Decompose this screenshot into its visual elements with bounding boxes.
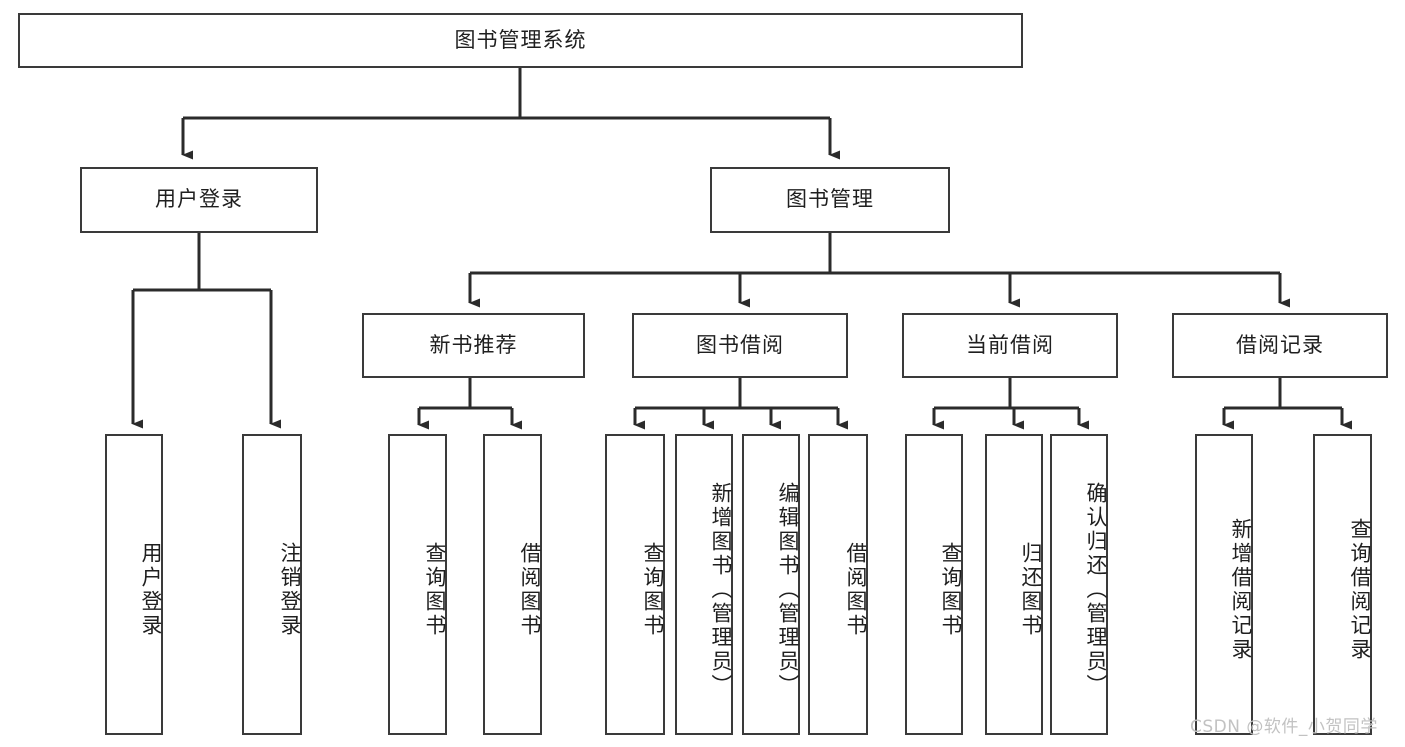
- node-book-borrow[interactable]: 图书借阅: [632, 313, 848, 378]
- leaf-edit-book-admin[interactable]: 编辑图书（管理员）: [742, 434, 800, 735]
- node-label: 查询图书: [641, 541, 665, 638]
- leaf-borrow-book[interactable]: 借阅图书: [808, 434, 868, 735]
- node-label: 查询图书: [423, 541, 447, 638]
- leaf-query-book-new[interactable]: 查询图书: [388, 434, 447, 735]
- leaf-confirm-return-admin[interactable]: 确认归还（管理员）: [1050, 434, 1108, 735]
- node-book-management[interactable]: 图书管理: [710, 167, 950, 233]
- node-label: 新增图书（管理员）: [709, 481, 733, 698]
- leaf-add-borrow-record[interactable]: 新增借阅记录: [1195, 434, 1253, 735]
- leaf-query-book-borrow[interactable]: 查询图书: [605, 434, 665, 735]
- leaf-add-book-admin[interactable]: 新增图书（管理员）: [675, 434, 733, 735]
- node-label: 新增借阅记录: [1229, 517, 1253, 662]
- node-root-book-management-system[interactable]: 图书管理系统: [18, 13, 1023, 68]
- leaf-query-book-current[interactable]: 查询图书: [905, 434, 963, 735]
- node-label: 借阅图书: [844, 541, 868, 638]
- csdn-watermark: CSDN @软件_小贺同学: [1190, 717, 1378, 737]
- node-label: 新书推荐: [429, 332, 518, 357]
- leaf-return-book[interactable]: 归还图书: [985, 434, 1043, 735]
- node-label: 注销登录: [278, 541, 302, 638]
- node-label: 借阅图书: [518, 541, 542, 638]
- node-label: 图书管理系统: [454, 27, 587, 52]
- node-label: 图书管理: [786, 187, 874, 212]
- leaf-query-borrow-record[interactable]: 查询借阅记录: [1313, 434, 1372, 735]
- node-label: 图书借阅: [696, 332, 784, 357]
- node-label: 当前借阅: [966, 332, 1054, 357]
- leaf-user-login[interactable]: 用户登录: [105, 434, 163, 735]
- leaf-logout[interactable]: 注销登录: [242, 434, 302, 735]
- node-label: 用户登录: [139, 541, 163, 638]
- node-label: 查询图书: [939, 541, 963, 638]
- node-borrow-record[interactable]: 借阅记录: [1172, 313, 1388, 378]
- node-user-login[interactable]: 用户登录: [80, 167, 318, 233]
- leaf-borrow-book-new[interactable]: 借阅图书: [483, 434, 542, 735]
- node-current-borrow[interactable]: 当前借阅: [902, 313, 1118, 378]
- node-label: 借阅记录: [1236, 332, 1324, 357]
- node-new-book-recommend[interactable]: 新书推荐: [362, 313, 585, 378]
- node-label: 编辑图书（管理员）: [776, 481, 800, 698]
- node-label: 用户登录: [155, 187, 243, 212]
- node-label: 查询借阅记录: [1348, 517, 1372, 662]
- node-label: 归还图书: [1019, 541, 1043, 638]
- node-label: 确认归还（管理员）: [1084, 481, 1108, 698]
